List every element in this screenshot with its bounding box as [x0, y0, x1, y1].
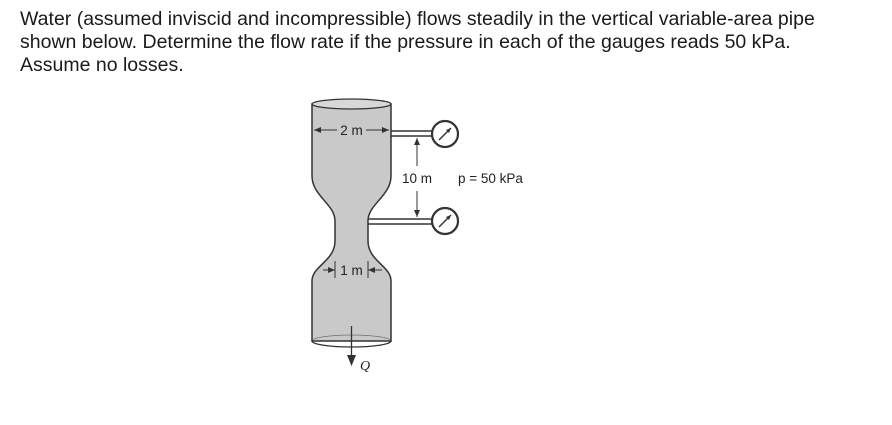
bottom-diameter-label: 1 m [340, 263, 363, 278]
problem-statement: Water (assumed inviscid and incompressib… [20, 8, 815, 76]
pipe-body [311, 103, 392, 342]
flow-label: Q [360, 359, 370, 374]
upper-pressure-gauge-icon [430, 119, 460, 149]
pipe-top-opening [311, 98, 392, 110]
top-diameter-label: 2 m [340, 123, 363, 138]
pipe-diagram: 2 m 1 m 10 m p = 50 k [311, 98, 523, 374]
gauge-spacing-label: 10 m [402, 171, 432, 186]
pipe-figure: 2 m 1 m 10 m p = 50 k [290, 96, 550, 386]
pressure-label: p = 50 kPa [458, 171, 523, 186]
lower-pressure-gauge-icon [430, 206, 460, 236]
